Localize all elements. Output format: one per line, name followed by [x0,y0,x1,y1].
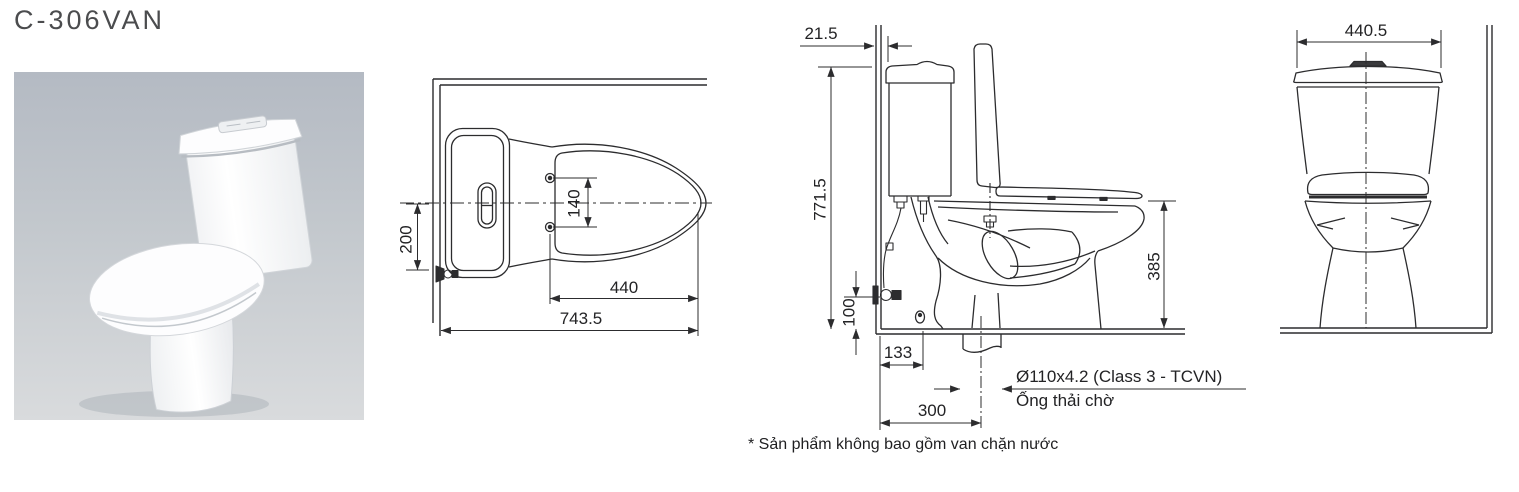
pipe-name-label: Ống thải chờ [1016,391,1115,410]
dim-300-label: 300 [917,401,947,420]
front-view-drawing [1280,25,1493,334]
pipe-spec-label: Ø110x4.2 (Class 3 - TCVN) [1016,367,1223,386]
dim-100-label: 100 [839,298,859,327]
front-view-seat [1306,171,1430,199]
front-view-dimensions [1296,30,1442,68]
dim-133-label: 133 [883,343,913,362]
top-view-drawing [400,78,712,336]
dim-440-label: 440 [609,278,639,297]
side-view-dimensions [800,36,1246,430]
side-view-tank [885,60,955,197]
side-view-drain-pipe [962,316,1002,430]
dim-200-label: 200 [396,225,416,254]
photo-tank-lid [178,118,303,155]
side-view-seat [995,186,1143,201]
photo-flush-button-split [226,120,261,127]
side-view-bowl [910,196,1145,330]
front-view-tank [1293,60,1443,175]
dim-140-label: 140 [564,189,584,218]
top-view-wall [432,78,707,336]
dim-385-label: 385 [1144,252,1164,281]
photo-seat-rim-line [101,291,257,328]
side-view-wall-floor [875,25,1185,335]
model-title: C-306VAN [14,5,166,35]
photo-seat-shade [96,282,261,322]
product-photo [14,72,364,420]
dim-771-5-label: 771.5 [810,178,830,221]
top-view-dimensions [406,177,699,336]
top-view-supply-valve [435,265,459,283]
product-photo-toilet [79,115,313,417]
side-view-drawing [800,25,1246,430]
photo-toilet-group [88,115,313,413]
front-view-flush-button [1349,60,1387,67]
dim-743-5-label: 743.5 [559,309,603,328]
photo-tank-lid-shadow [181,138,301,158]
side-view-supply-line [872,183,997,305]
photo-flush-button [217,115,268,134]
front-view-bowl [1304,200,1432,329]
side-view-lid-raised [973,43,1001,189]
front-view-wall-floor [1280,25,1493,334]
dim-440-5-label: 440.5 [1344,21,1388,40]
note-text: * Sản phẩm không bao gồm van chặn nước [748,436,1059,453]
dim-21-5-label: 21.5 [804,24,838,43]
